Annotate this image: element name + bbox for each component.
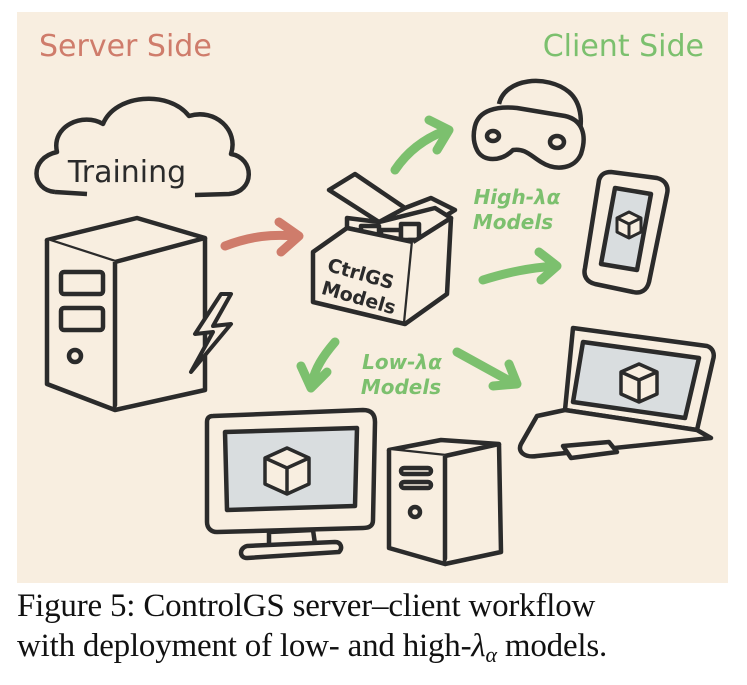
lightning-bolt-icon [189,292,233,374]
server-side-heading: Server Side [39,29,212,64]
vr-headset-icon [471,78,586,170]
server-tower-icon [44,215,208,413]
caption-lambda: λ [471,628,486,664]
high-models-label-line2: Models [473,210,553,234]
caption-line-2: with deployment of low- and high-λα mode… [17,626,732,675]
desktop-monitor-icon [204,407,378,561]
low-models-label-line1: Low-λα [362,350,442,374]
training-label: Training [67,155,186,190]
box-to-laptop-arrow [452,347,522,391]
laptop-icon [517,325,716,461]
figure-caption: Figure 5: ControlGS server–client workfl… [17,586,732,675]
smartphone-icon [582,169,670,295]
high-models-label-line1: High-λα [474,185,561,209]
caption-alpha-subscript: α [485,642,498,667]
workflow-figure: Server Side Client Side Training CtrlGS … [17,12,728,583]
low-models-label-line2: Models [361,375,441,399]
client-side-heading: Client Side [543,29,704,64]
cloud-icon [34,96,251,198]
box-to-vr-arrow [390,115,454,175]
box-to-phone-arrow [478,247,562,285]
open-box-icon [310,171,458,327]
box-to-desktop-arrow [296,337,340,393]
pc-tower-icon [386,437,504,567]
server-to-box-arrow [220,217,304,257]
caption-line-2-suffix: models. [496,628,608,664]
caption-line-1: Figure 5: ControlGS server–client workfl… [17,588,596,624]
caption-line-2-prefix: with deployment of low- and high- [17,628,472,664]
